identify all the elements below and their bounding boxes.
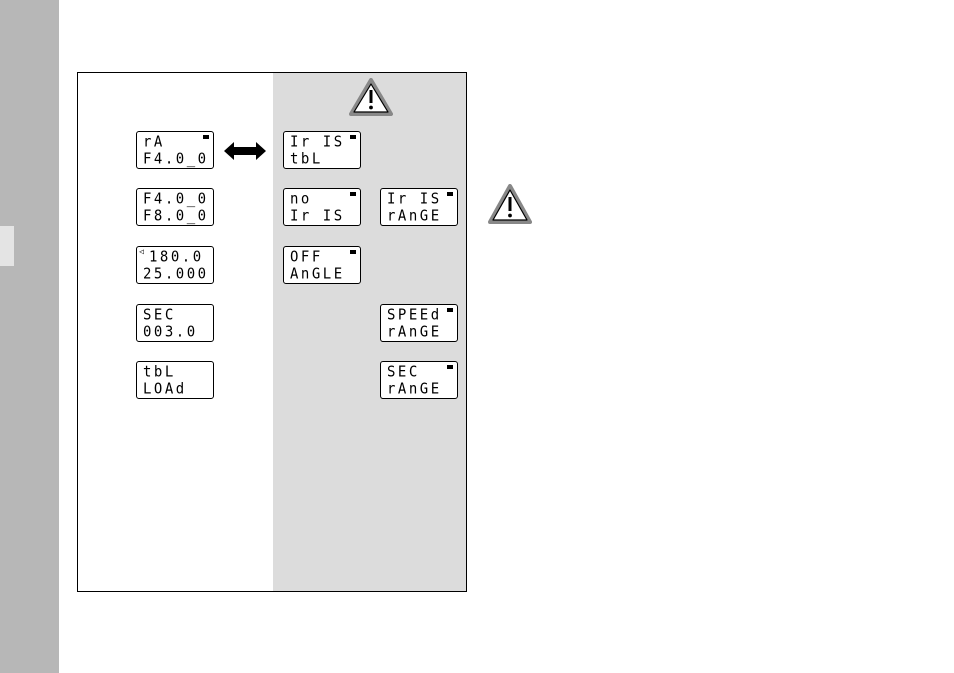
lcd-f-range: F4.0_0 F8.0_0 — [136, 188, 214, 226]
lcd-indicator — [350, 192, 356, 196]
lcd-line-1: SPEEd — [387, 307, 442, 322]
angle-marker: ◁ — [139, 248, 144, 256]
lcd-line-1: F4.0_0 — [143, 191, 209, 206]
lcd-line-2: F8.0_0 — [143, 208, 209, 223]
double-headed-arrow-icon — [224, 141, 266, 161]
lcd-line-2: rAnGE — [387, 381, 442, 396]
lcd-line-2: Ir IS — [290, 208, 345, 223]
warning-triangle-icon — [488, 184, 532, 224]
lcd-line-2: AnGLE — [290, 266, 345, 281]
lcd-iris-range: Ir IS rAnGE — [380, 188, 458, 226]
page-margin-strip — [0, 0, 59, 673]
lcd-line-1: no — [290, 191, 312, 206]
lcd-indicator — [447, 192, 453, 196]
lcd-line-1: Ir IS — [387, 191, 442, 206]
lcd-line-2: 003.0 — [143, 324, 198, 339]
lcd-line-1: tbL — [143, 364, 176, 379]
lcd-angle: ◁ 180.0 25.000 — [136, 246, 214, 284]
lcd-line-2: 25.000 — [143, 266, 209, 281]
lcd-line-1: OFF — [290, 249, 323, 264]
lcd-line-2: rAnGE — [387, 208, 442, 223]
chapter-tab — [0, 226, 14, 266]
lcd-no-iris: no Ir IS — [283, 188, 361, 226]
lcd-line-1: 180.0 — [149, 249, 204, 264]
lcd-line-1: Ir IS — [290, 134, 345, 149]
lcd-line-1: rA — [143, 134, 165, 149]
lcd-indicator — [447, 308, 453, 312]
lcd-line-2: tbL — [290, 151, 323, 166]
lcd-sec: SEC 003.0 — [136, 304, 214, 342]
lcd-tbl-load: tbL LOAd — [136, 361, 214, 399]
lcd-sec-range: SEC rAnGE — [380, 361, 458, 399]
warning-triangle-icon — [349, 78, 393, 116]
lcd-ra: rA F4.0_0 — [136, 131, 214, 169]
lcd-indicator — [203, 135, 209, 139]
lcd-speed-range: SPEEd rAnGE — [380, 304, 458, 342]
lcd-line-2: rAnGE — [387, 324, 442, 339]
lcd-indicator — [350, 135, 356, 139]
lcd-line-1: SEC — [387, 364, 420, 379]
lcd-line-2: LOAd — [143, 381, 187, 396]
lcd-indicator — [447, 365, 453, 369]
lcd-line-1: SEC — [143, 307, 176, 322]
lcd-line-2: F4.0_0 — [143, 151, 209, 166]
lcd-iris-tbl: Ir IS tbL — [283, 131, 361, 169]
lcd-off-angle: OFF AnGLE — [283, 246, 361, 284]
lcd-indicator — [350, 250, 356, 254]
